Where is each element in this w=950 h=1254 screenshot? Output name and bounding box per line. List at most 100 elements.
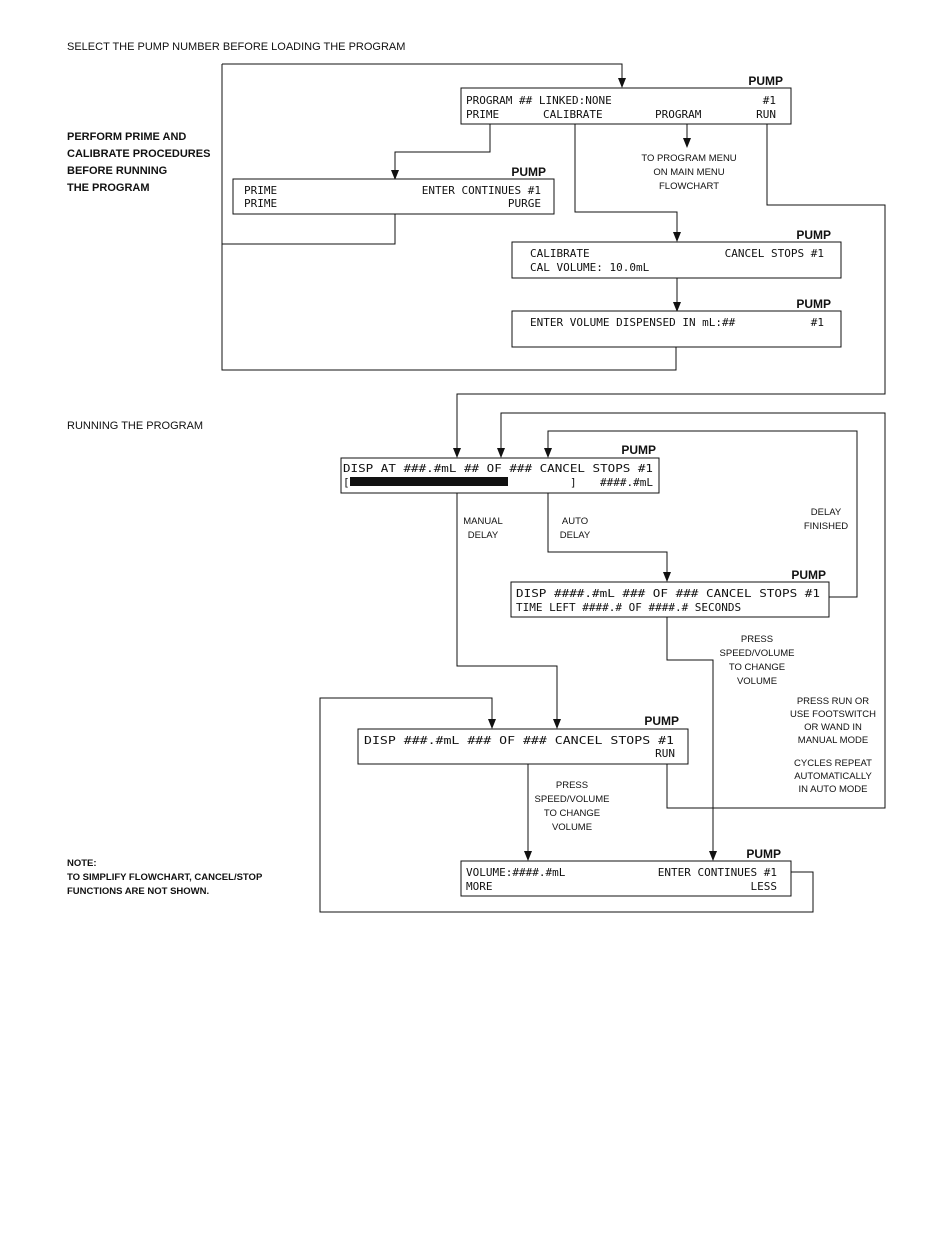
progress-bar — [350, 477, 508, 486]
svg-text:SPEED/VOLUME: SPEED/VOLUME — [535, 794, 610, 805]
svg-text:PROGRAM ## LINKED:NONE: PROGRAM ## LINKED:NONE — [466, 94, 612, 107]
volume-display: PUMP VOLUME:####.#mL ENTER CONTINUES #1 … — [460, 847, 792, 897]
svg-text:TO CHANGE: TO CHANGE — [544, 808, 600, 819]
auto-delay-display: PUMP DISP ####.#mL ### OF ### CANCEL STO… — [510, 568, 830, 618]
svg-text:DISP ###.#mL ### OF ### CANC: DISP ###.#mL ### OF ### CANCEL STOPS #1 — [364, 734, 674, 747]
svg-text:LESS: LESS — [751, 880, 778, 893]
running-program-heading: RUNNING THE PROGRAM — [67, 420, 203, 432]
arrow-manual-return — [488, 719, 496, 729]
svg-text:USE FOOTSWITCH: USE FOOTSWITCH — [790, 709, 876, 720]
svg-text:CYCLES REPEAT: CYCLES REPEAT — [794, 758, 872, 769]
label-press-speed-manual: PRESS SPEED/VOLUME TO CHANGE VOLUME — [535, 780, 610, 833]
svg-text:CAL VOLUME: 10.0mL: CAL VOLUME: 10.0mL — [530, 261, 650, 274]
enter-volume-display: PUMP ENTER VOLUME DISPENSED IN mL:## #1 — [511, 297, 842, 348]
svg-text:BEFORE RUNNING: BEFORE RUNNING — [67, 165, 167, 177]
option-program: PROGRAM — [655, 108, 702, 121]
arrow-manual-delay — [553, 719, 561, 729]
svg-text:ON MAIN MENU: ON MAIN MENU — [653, 167, 724, 178]
connector-volume-return — [319, 697, 814, 913]
svg-text:DELAY: DELAY — [811, 507, 842, 518]
label-cycles-repeat: CYCLES REPEAT AUTOMATICALLY IN AUTO MODE — [794, 758, 872, 795]
svg-text:PRESS: PRESS — [741, 634, 773, 645]
connector-delay-finished — [547, 430, 858, 598]
svg-text:OR WAND IN: OR WAND IN — [804, 722, 862, 733]
svg-text:VOLUME:####.#mL: VOLUME:####.#mL — [466, 866, 566, 879]
connector-to-run — [456, 124, 886, 450]
arrow-auto-delay — [663, 572, 671, 582]
svg-text:TIME LEFT ####.# OF ####.# SEC: TIME LEFT ####.# OF ####.# SECONDS — [516, 601, 741, 614]
svg-text:PRESS: PRESS — [556, 780, 588, 791]
svg-text:ENTER CONTINUES #1: ENTER CONTINUES #1 — [422, 184, 541, 197]
svg-text:AUTO: AUTO — [562, 516, 588, 527]
svg-text:ENTER CONTINUES #1: ENTER CONTINUES #1 — [658, 866, 777, 879]
label-manual-delay: MANUAL DELAY — [463, 516, 503, 541]
connector-lines — [221, 63, 886, 913]
arrowheads — [391, 78, 717, 861]
svg-text:CALIBRATE PROCEDURES: CALIBRATE PROCEDURES — [67, 148, 210, 160]
program-menu-display: PUMP PROGRAM ## LINKED:NONE #1 PRIME CAL… — [460, 74, 792, 125]
pump-label: PUMP — [511, 165, 546, 179]
arrow-volume-manual — [524, 851, 532, 861]
progress-fill — [350, 477, 508, 486]
svg-text:#1: #1 — [763, 94, 776, 107]
svg-text:MANUAL MODE: MANUAL MODE — [798, 735, 868, 746]
connector-cycle-repeat — [500, 412, 886, 809]
svg-text:CANCEL STOPS #1: CANCEL STOPS #1 — [725, 247, 824, 260]
connector-loop-to-program — [222, 63, 623, 80]
connector-to-calibrate — [574, 124, 678, 234]
arrow-disp-at-run — [453, 448, 461, 458]
svg-text:FINISHED: FINISHED — [804, 521, 848, 532]
svg-text:MANUAL: MANUAL — [463, 516, 503, 527]
svg-text:PRIME: PRIME — [244, 184, 277, 197]
svg-text:TO SIMPLIFY FLOWCHART, CANCEL/: TO SIMPLIFY FLOWCHART, CANCEL/STOP — [67, 872, 263, 883]
svg-text:AUTOMATICALLY: AUTOMATICALLY — [794, 771, 872, 782]
label-auto-delay: AUTO DELAY — [560, 516, 591, 541]
svg-text:DELAY: DELAY — [560, 530, 591, 541]
manual-wait-display: PUMP DISP ###.#mL ### OF ### CANCEL STOP… — [357, 714, 689, 765]
connector-prime-return — [222, 214, 396, 245]
svg-text:DISP ####.#mL ### OF ### CANCE: DISP ####.#mL ### OF ### CANCEL STOPS #1 — [516, 587, 820, 600]
prime-display: PUMP PRIME ENTER CONTINUES #1 PRIME PURG… — [232, 165, 555, 215]
svg-text:NOTE:: NOTE: — [67, 858, 97, 869]
svg-text:DELAY: DELAY — [468, 530, 499, 541]
svg-text:ENTER VOLUME DISPENSED IN mL:#: ENTER VOLUME DISPENSED IN mL:## — [530, 316, 736, 329]
svg-text:DISP AT ###.#mL ## OF ### CANC: DISP AT ###.#mL ## OF ### CANCEL STOPS #… — [343, 462, 653, 475]
svg-text:FLOWCHART: FLOWCHART — [659, 181, 719, 192]
pump-label: PUMP — [791, 568, 826, 582]
perform-prime-note: PERFORM PRIME AND CALIBRATE PROCEDURES B… — [67, 131, 210, 194]
pump-label: PUMP — [644, 714, 679, 728]
connector-to-prime — [394, 124, 491, 172]
pump-label: PUMP — [746, 847, 781, 861]
connector-loop-from-enter-volume — [221, 64, 677, 371]
pump-label: PUMP — [748, 74, 783, 88]
label-delay-finished: DELAY FINISHED — [804, 507, 848, 532]
connector-auto-delay — [547, 493, 668, 574]
arrow-volume-auto — [709, 851, 717, 861]
select-pump-heading: SELECT THE PUMP NUMBER BEFORE LOADING TH… — [67, 41, 405, 53]
svg-text:[: [ — [343, 476, 350, 489]
arrow-program-menu — [618, 78, 626, 88]
arrow-disp-at-cycle — [497, 448, 505, 458]
pump-label: PUMP — [621, 443, 656, 457]
option-run: RUN — [756, 108, 776, 121]
svg-text:PRESS RUN OR: PRESS RUN OR — [797, 696, 869, 707]
svg-text:PRIME: PRIME — [244, 197, 277, 210]
svg-text:TO CHANGE: TO CHANGE — [729, 662, 785, 673]
svg-text:]: ] — [570, 476, 577, 489]
arrow-prime — [391, 170, 399, 180]
svg-text:SPEED/VOLUME: SPEED/VOLUME — [720, 648, 795, 659]
disp-at-display: PUMP DISP AT ###.#mL ## OF ### CANCEL ST… — [340, 443, 660, 494]
arrow-to-program-menu — [683, 138, 691, 148]
svg-text:PERFORM PRIME AND: PERFORM PRIME AND — [67, 131, 186, 143]
svg-text:#1: #1 — [811, 316, 824, 329]
svg-text:VOLUME: VOLUME — [737, 676, 777, 687]
svg-text:VOLUME: VOLUME — [552, 822, 592, 833]
label-press-speed-auto: PRESS SPEED/VOLUME TO CHANGE VOLUME — [720, 634, 795, 687]
svg-text:MORE: MORE — [466, 880, 493, 893]
pump-label: PUMP — [796, 228, 831, 242]
svg-text:TO PROGRAM MENU: TO PROGRAM MENU — [641, 153, 736, 164]
svg-text:RUN: RUN — [655, 747, 675, 760]
svg-text:IN AUTO MODE: IN AUTO MODE — [799, 784, 868, 795]
connector-manual-delay — [456, 493, 558, 721]
